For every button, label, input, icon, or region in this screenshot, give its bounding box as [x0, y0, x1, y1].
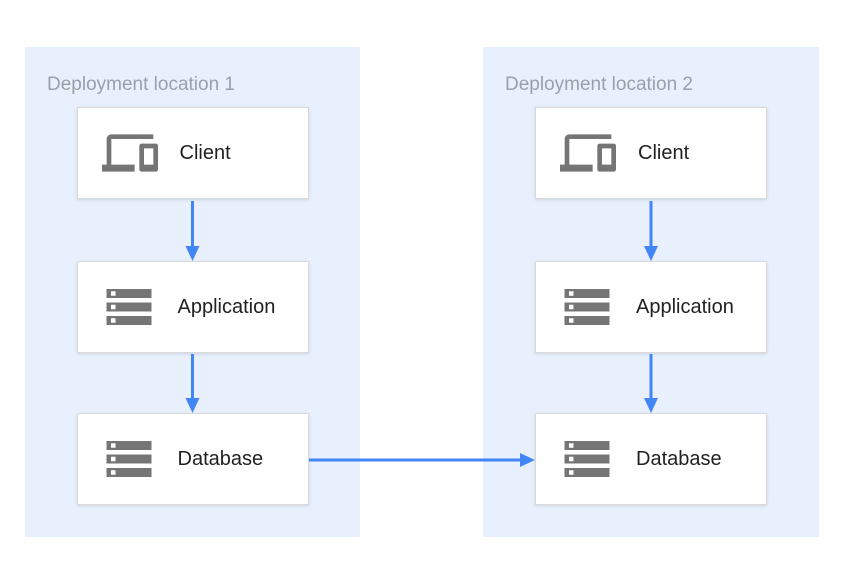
node-label: Client [179, 141, 231, 164]
deployment-location-2-title: Deployment location 2 [505, 74, 693, 95]
storage-icon [102, 432, 156, 486]
node-application-2: Application [535, 261, 767, 353]
node-label: Database [177, 447, 264, 470]
node-label: Application [177, 295, 276, 318]
node-client-1: Client [76, 107, 309, 199]
node-database-1: Database [76, 413, 309, 505]
deployment-location-2-container: Deployment location 2 Client Application [483, 47, 819, 537]
deployment-location-1-container: Deployment location 1 Client Application [25, 47, 360, 537]
storage-icon [560, 432, 614, 486]
devices-icon [101, 125, 158, 181]
node-client-2: Client [535, 107, 767, 199]
node-application-1: Application [76, 261, 309, 353]
node-label: Client [638, 141, 690, 164]
storage-icon [560, 280, 614, 334]
storage-icon [102, 280, 156, 334]
devices-icon [560, 125, 616, 181]
deployment-location-1-title: Deployment location 1 [47, 74, 235, 95]
node-database-2: Database [535, 413, 767, 505]
node-label: Database [636, 447, 722, 470]
node-label: Application [636, 295, 734, 318]
